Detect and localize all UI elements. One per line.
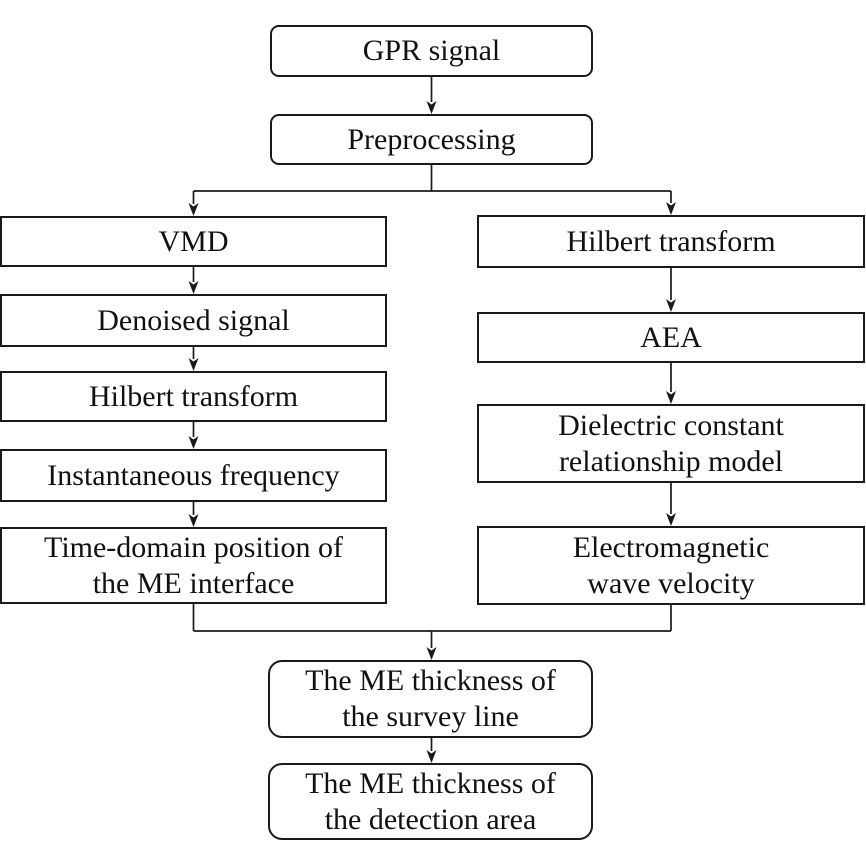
node-label: the survey line [342, 700, 519, 733]
arrowhead-vmd-to-denoised [188, 281, 199, 294]
node-time-domain-position: Time-domain position of the ME interface [0, 527, 387, 604]
arrowhead-hilbert-to-instfreq [188, 436, 199, 449]
node-instantaneous-frequency: Instantaneous frequency [0, 449, 387, 502]
node-label: Instantaneous frequency [47, 458, 340, 492]
connector-merge [192, 604, 672, 648]
node-label: relationship model [558, 444, 784, 478]
node-label: the ME interface [92, 566, 295, 600]
node-electromagnetic-wave-velocity: Electromagnetic wave velocity [477, 526, 865, 605]
node-label: Denoised signal [97, 303, 290, 337]
node-gpr-signal: GPR signal [270, 25, 593, 77]
arrowhead-split-left [188, 203, 199, 216]
arrowhead-merge-to-survey [426, 647, 437, 660]
node-label: Hilbert transform [88, 379, 299, 413]
node-preprocessing: Preprocessing [270, 114, 593, 165]
arrowhead-denoised-to-hilbert [188, 358, 199, 371]
node-label: The ME thickness of [305, 664, 556, 697]
node-label: Dielectric constant [558, 408, 784, 442]
arrowhead-aea-to-dielectric [666, 391, 676, 404]
node-hilbert-transform-left: Hilbert transform [0, 371, 387, 422]
node-label: Hilbert transform [566, 224, 776, 258]
node-denoised-signal: Denoised signal [0, 294, 387, 347]
node-label: GPR signal [362, 34, 501, 67]
node-hilbert-transform-right: Hilbert transform [477, 215, 865, 268]
node-label: the detection area [324, 802, 537, 836]
node-me-thickness-detection-area: The ME thickness of the detection area [268, 763, 593, 840]
arrowhead-instfreq-to-timedomain [188, 514, 199, 527]
arrowhead-survey-to-detection [426, 750, 437, 763]
node-label: AEA [640, 320, 702, 354]
node-label: wave velocity [587, 566, 755, 600]
node-label: Electromagnetic [572, 530, 770, 564]
arrowhead-gpr-to-preprocessing [426, 101, 437, 114]
node-label: VMD [158, 224, 229, 258]
node-me-thickness-survey-line: The ME thickness of the survey line [268, 660, 593, 738]
node-aea: AEA [477, 312, 865, 363]
node-dielectric-constant-model: Dielectric constant relationship model [477, 404, 865, 483]
arrowhead-split-right [666, 202, 676, 215]
node-label: The ME thickness of [305, 766, 556, 800]
node-label: Time-domain position of [44, 530, 343, 564]
node-vmd: VMD [0, 216, 387, 267]
arrowhead-dielectric-to-emvelocity [666, 513, 676, 526]
connector-preprocessing-split [192, 165, 672, 204]
arrowhead-hilbertR-to-aea [666, 299, 676, 312]
node-label: Preprocessing [347, 122, 516, 156]
